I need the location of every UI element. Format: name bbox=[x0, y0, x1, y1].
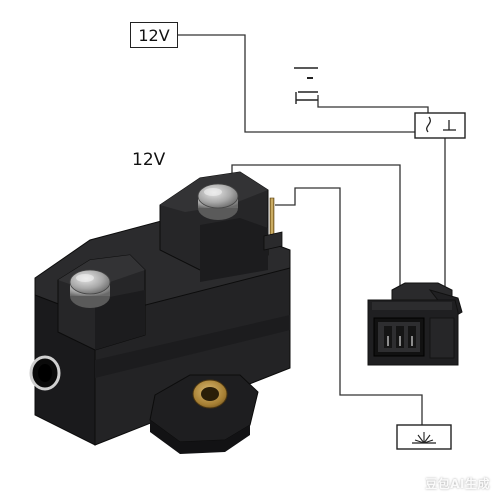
watermark-text: 豆包AI生成 bbox=[425, 477, 490, 491]
wire-12v-to-switch bbox=[178, 34, 415, 133]
terminal-pin bbox=[269, 197, 275, 239]
voltage-label-box: 12V bbox=[130, 22, 178, 48]
connector-plug bbox=[367, 282, 463, 366]
wiring bbox=[178, 34, 446, 425]
device-voltage-label: 12V bbox=[132, 150, 166, 170]
spark-symbol-icon bbox=[396, 424, 452, 450]
wire-coil-to-connector bbox=[231, 164, 401, 288]
wire-pin-to-spark bbox=[275, 187, 423, 425]
switch-symbol-icon bbox=[414, 112, 466, 139]
wire-battery-to-switch bbox=[317, 95, 429, 114]
voltage-label-text: 12V bbox=[138, 25, 170, 45]
battery-symbol-icon bbox=[294, 67, 318, 104]
coil-housing bbox=[29, 171, 291, 454]
